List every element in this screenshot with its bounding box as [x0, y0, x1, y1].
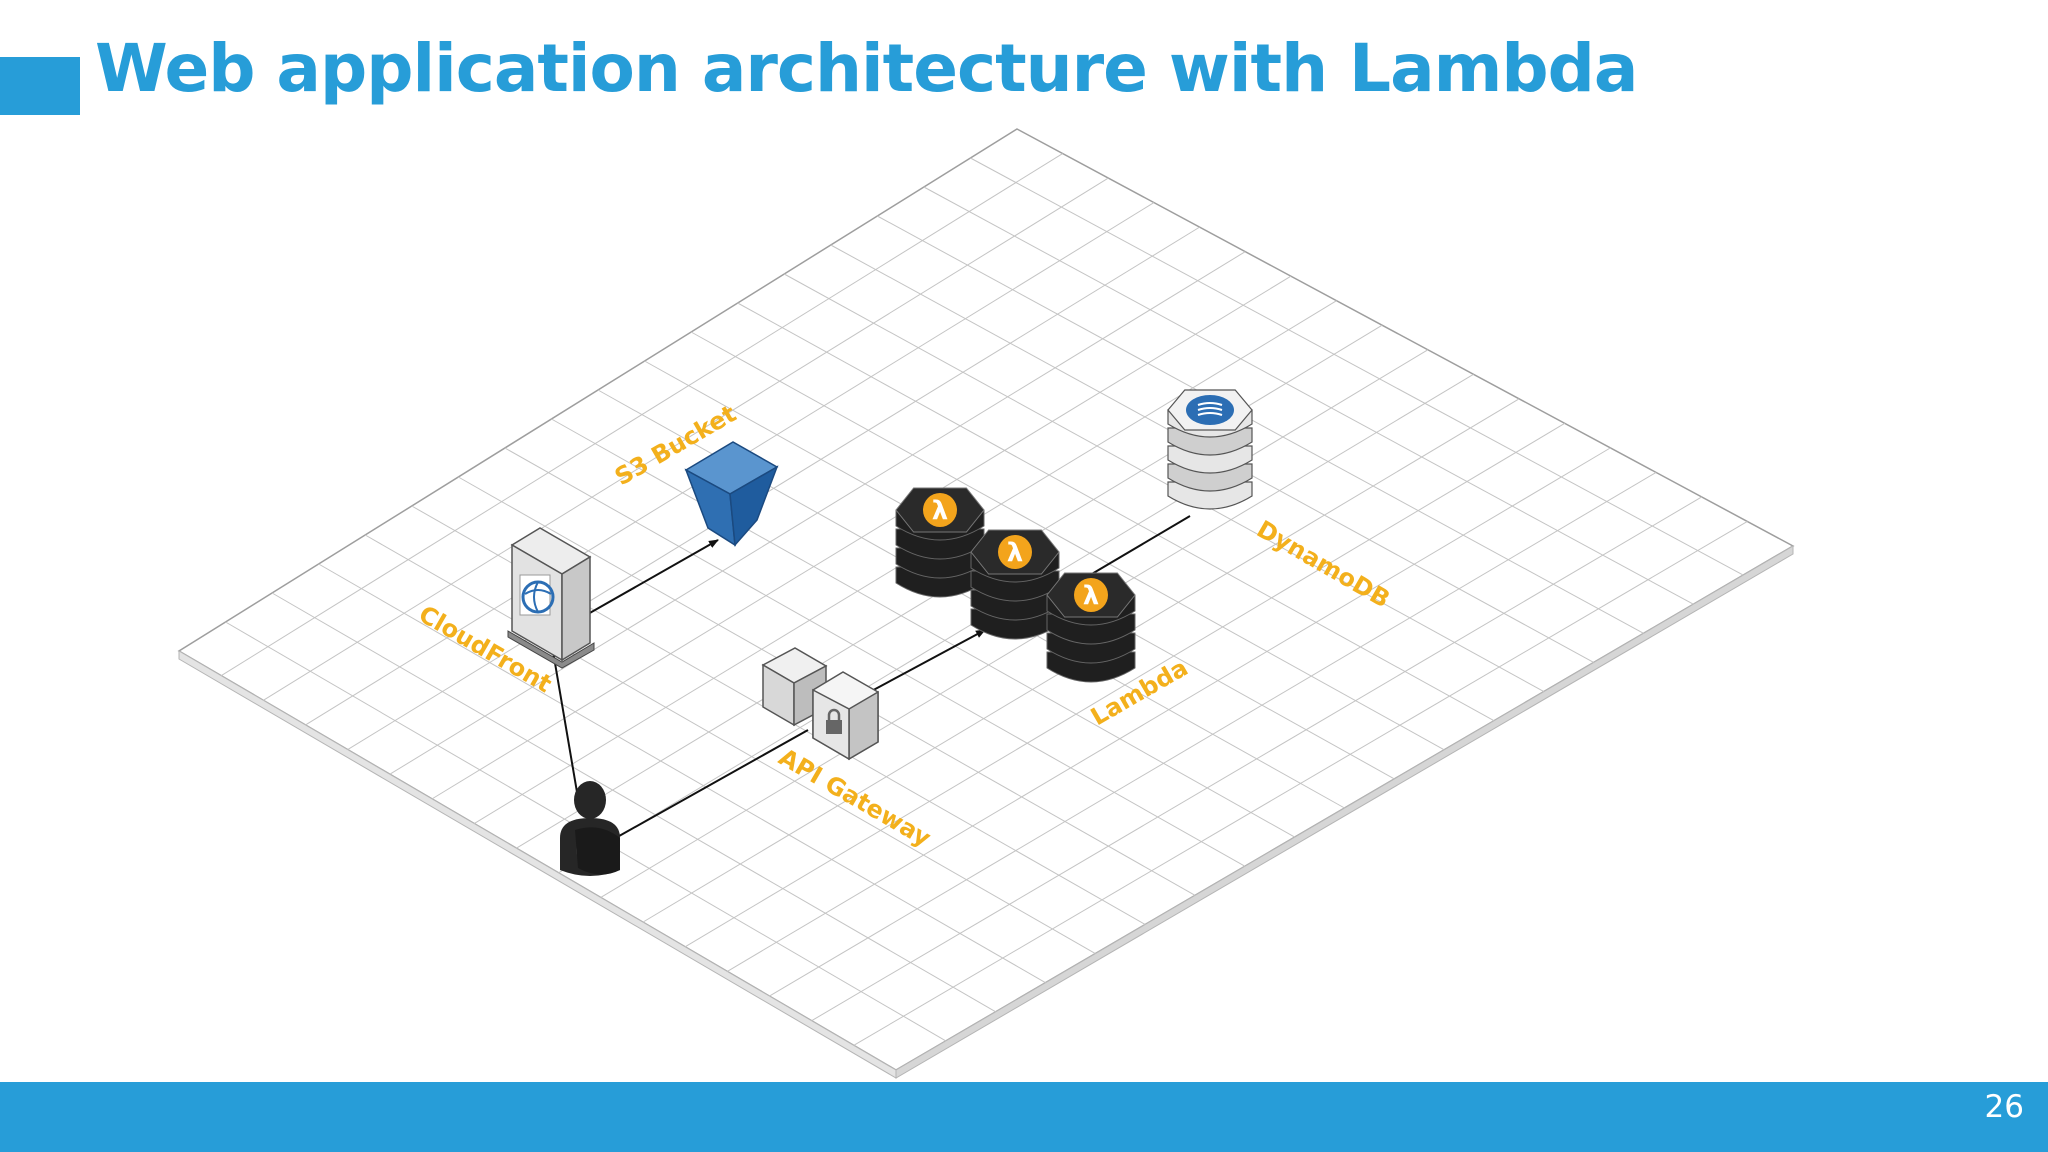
dynamodb-icon	[1167, 389, 1253, 510]
connector-user-apigateway	[611, 729, 809, 841]
grid-line	[263, 177, 1109, 701]
connector-apigateway-lambda	[865, 629, 986, 695]
grid-line	[504, 447, 1246, 867]
grid-line	[684, 422, 1566, 948]
s3-bucket-icon	[684, 441, 779, 547]
lambda-function-stack: λ	[895, 487, 985, 598]
grid-line	[783, 273, 1545, 692]
lambda-symbol: λ	[1083, 581, 1099, 611]
grid-line	[923, 186, 1694, 605]
grid-line	[769, 471, 1657, 997]
cloudfront-icon	[507, 527, 595, 669]
lambda-function-stack: λ	[1046, 572, 1136, 683]
footer-bar	[0, 1082, 2048, 1152]
grid-line	[853, 521, 1748, 1046]
grid-line	[727, 447, 1611, 972]
grid-line	[347, 226, 1200, 751]
user-icon	[560, 781, 620, 876]
grid-line	[271, 592, 996, 1013]
lambda-icon	[923, 493, 957, 527]
slide-title: Web application architecture with Lambda	[95, 30, 1638, 107]
lock-icon	[826, 708, 842, 734]
lambda-symbol: λ	[932, 496, 948, 526]
grid-line	[970, 157, 1744, 576]
grid-line	[220, 153, 1063, 677]
connector-cloudfront-s3	[587, 539, 719, 615]
page-number: 26	[1984, 1089, 2024, 1125]
grid-line	[551, 418, 1295, 838]
lambda-icon	[998, 535, 1032, 569]
lambda-function-stack: λ	[970, 529, 1060, 640]
connector-lambda-dynamodb	[1084, 515, 1191, 579]
lambda-functions: λ λ λ	[895, 487, 1136, 683]
grid-line	[431, 275, 1292, 800]
lambda-symbol: λ	[1007, 538, 1023, 568]
grid-line	[690, 331, 1445, 751]
database-icon	[1186, 395, 1234, 425]
api-gateway-icon	[761, 647, 879, 761]
grid-line	[389, 251, 1246, 775]
grid-line	[364, 534, 1096, 954]
grid-line	[877, 215, 1644, 634]
grid-line	[737, 302, 1495, 722]
grid-line	[318, 563, 1046, 984]
lambda-icon	[1074, 578, 1108, 612]
title-marker	[0, 57, 80, 115]
grid-line	[811, 496, 1702, 1022]
